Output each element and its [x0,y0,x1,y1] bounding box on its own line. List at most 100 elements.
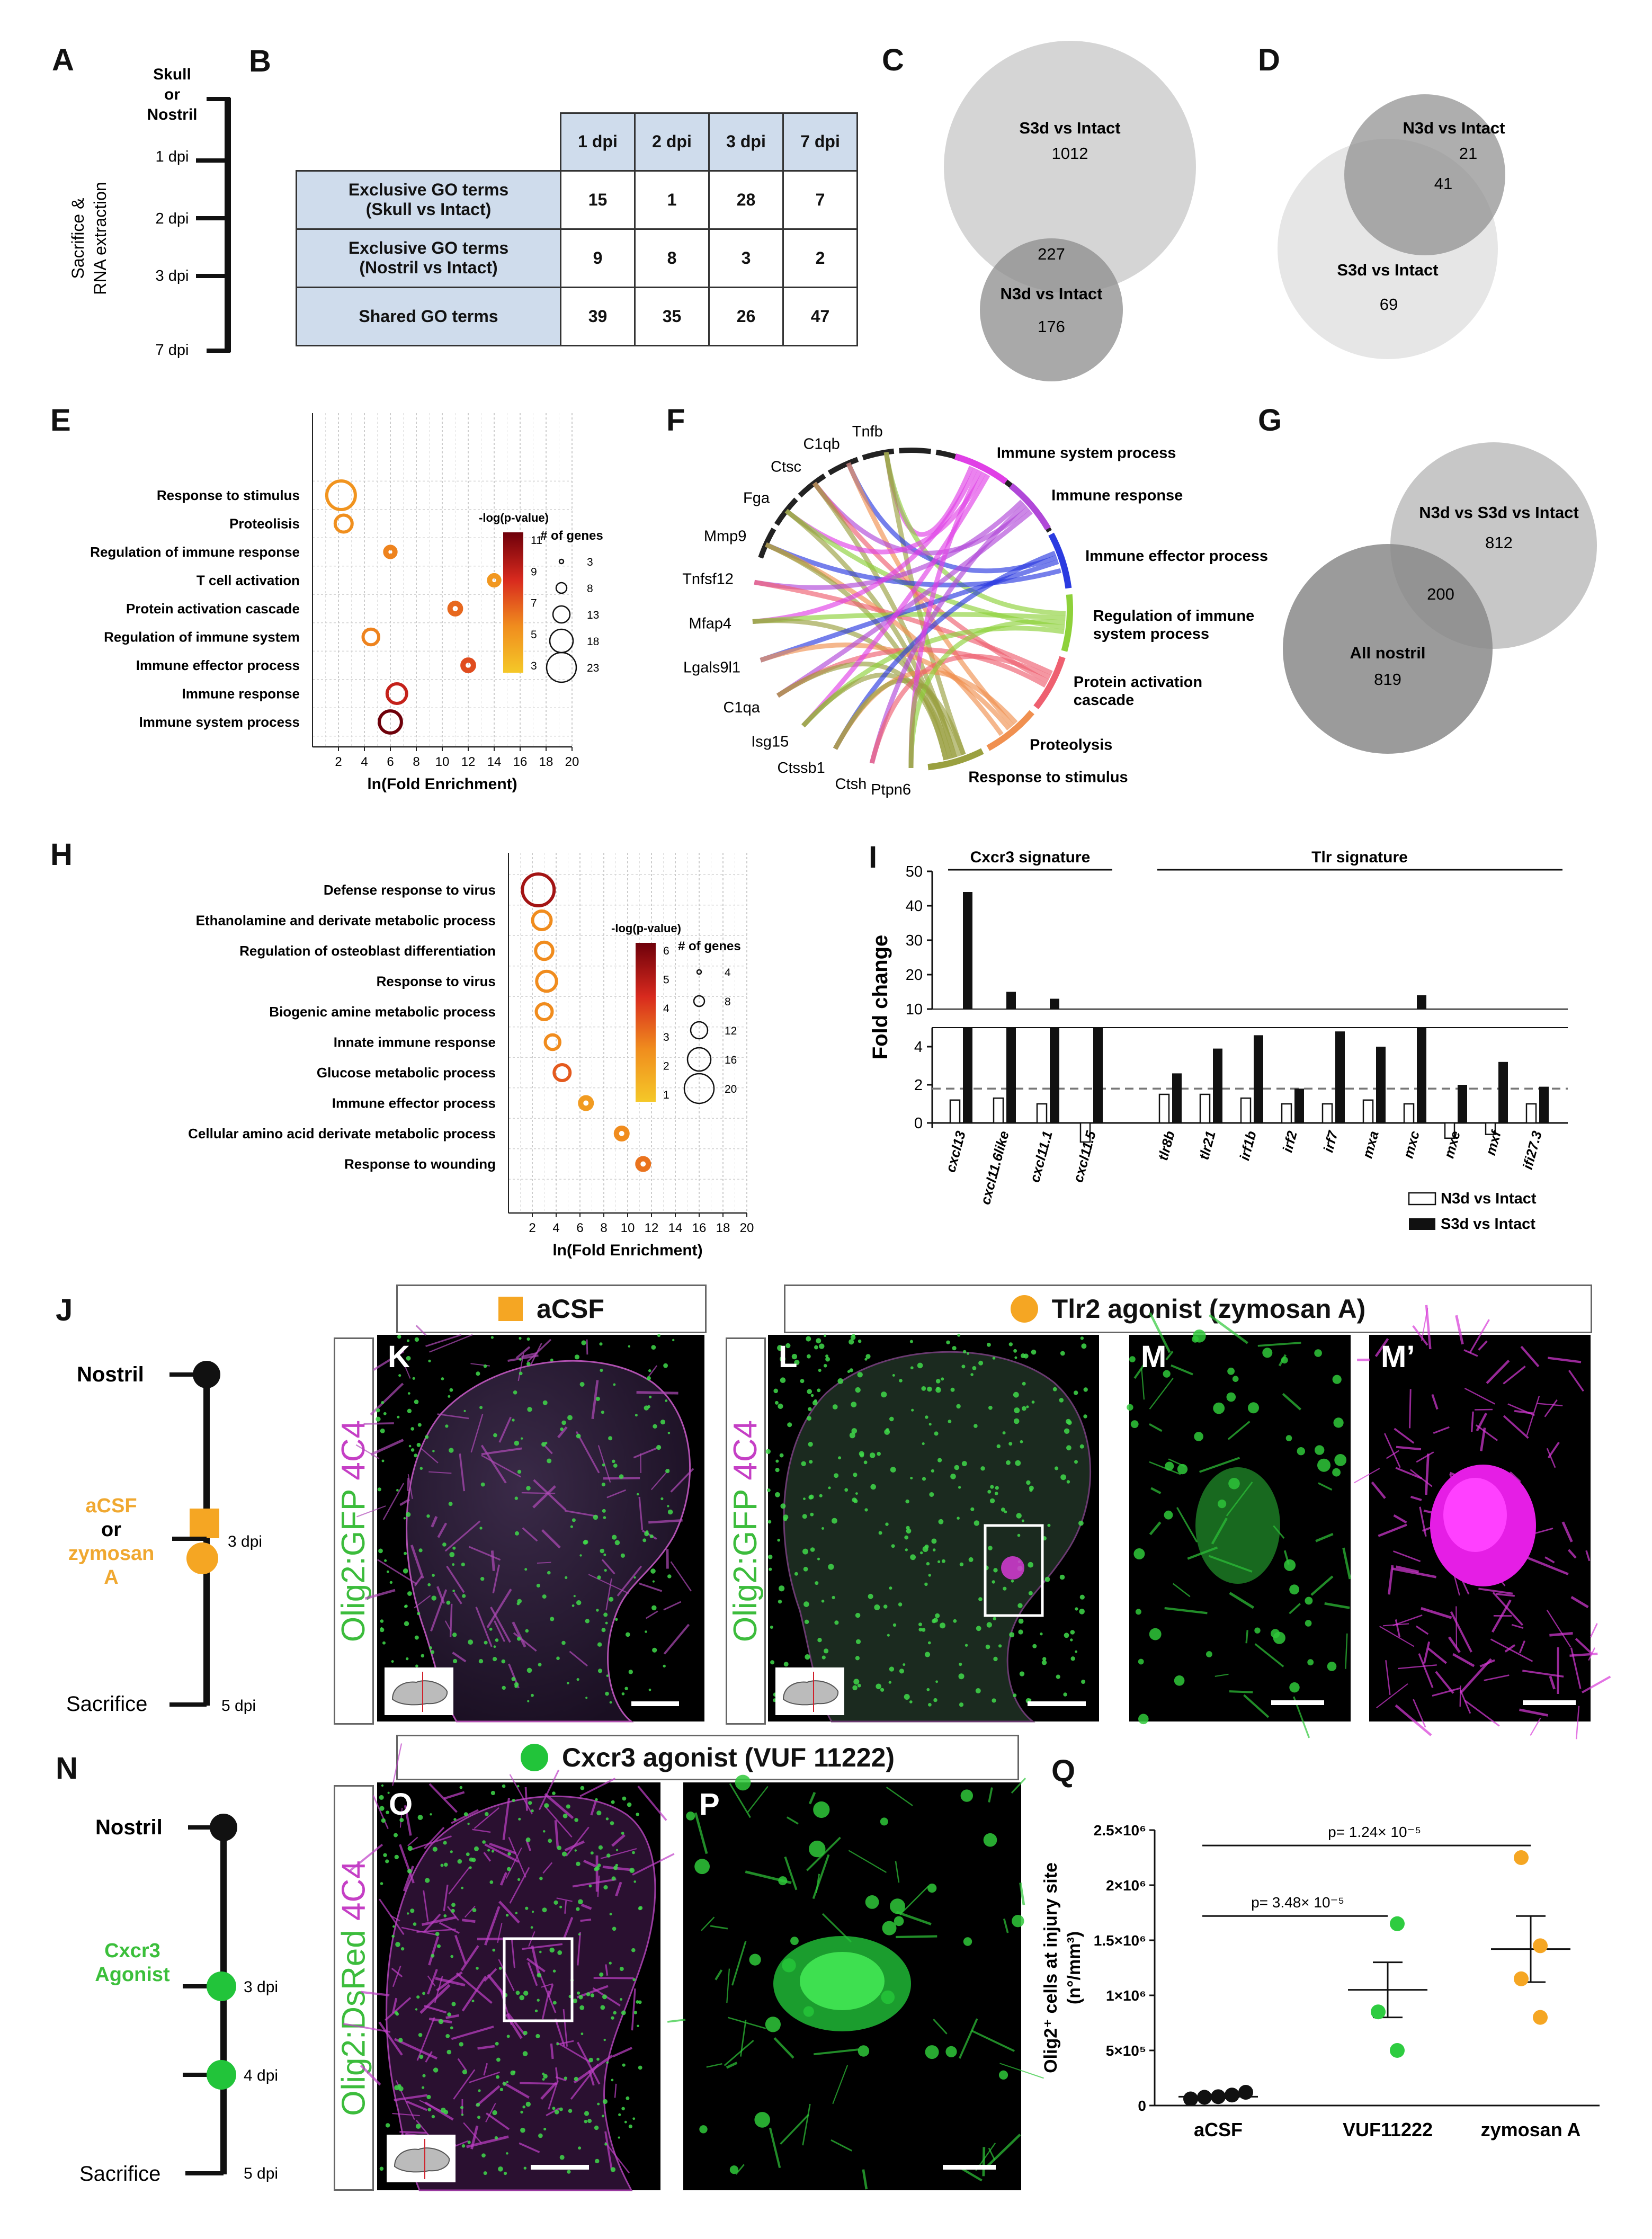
fibre [555,2067,559,2083]
size-legend-label: 13 [587,609,599,621]
cell-dot [905,1499,909,1504]
cell-dot [556,1656,560,1660]
fibre [1395,1467,1423,1479]
cell-dot [381,1818,386,1823]
cell-dot [1332,1375,1342,1384]
fibre [542,1862,553,1874]
term-label: Regulation of osteoblast differentiation [239,943,496,959]
cell-dot [779,1585,785,1592]
stain-label-k: Olig2:GFP 4C4 [334,1337,374,1725]
cell-dot [911,1408,914,1412]
cell-dot [451,2002,456,2006]
cell-dot [562,1813,568,1818]
cell-dot [905,1548,908,1551]
cell-dot [579,1554,582,1557]
cell-dot [407,1845,413,1851]
panel-letter-q: Q [1051,1754,1076,1788]
fibre [1459,1658,1493,1694]
fibre [572,1878,617,1888]
fibre [439,1922,460,1934]
term-label: Regulation of immune response [90,544,300,560]
gene-label: Ctssb1 [778,760,825,777]
cell-dot [1138,1714,1149,1725]
gene-label: Tnfsf12 [682,570,734,587]
x-tick-label: irf1b [1236,1129,1260,1162]
fibre [410,1835,452,1851]
cell-dot [810,1512,814,1517]
cell-dot [1075,1650,1078,1653]
cell-dot [890,1898,905,1914]
cell-dot [992,1580,995,1584]
cell-dot [642,1538,647,1542]
fibre [492,1564,500,1594]
cell-dot [620,1998,623,2001]
cell-dot [823,1364,827,1368]
term-label: Regulation of immune [1093,608,1255,625]
fibre [527,1961,538,1986]
col-header: 7 dpi [782,112,858,172]
cell-dot [849,1432,855,1439]
cell-dot [406,1512,411,1517]
cell-dot [928,1423,932,1426]
fibre [435,1977,466,1987]
fibre [513,1632,537,1652]
fibre [1496,1593,1515,1597]
chord-ribbon [752,612,1066,625]
cell-dot [985,1644,990,1649]
x-axis-label: ln(Fold Enrichment) [367,775,517,793]
x-tick-label: 10 [621,1221,635,1235]
cell-dot [517,1469,522,1474]
cell-dot [892,1623,897,1627]
cell-dot [636,1493,639,1496]
cell-dot [1059,1574,1065,1580]
fibre [399,1807,403,1828]
bubble-point [378,709,403,735]
term-label: Immune effector process [332,1095,496,1111]
cell-dot [667,1432,671,1434]
cell-dot [1138,1658,1144,1665]
cell-dot [767,1555,773,1559]
bubble-point [613,1126,630,1141]
fibre [406,2100,427,2111]
cell-dot [770,1660,775,1665]
a-top-line3: Nostril [147,106,197,123]
fibre [562,2009,568,2047]
fibre [1568,1370,1584,1392]
fibre [484,1906,501,1946]
cell-dot [904,1694,910,1700]
cell-dot [590,1851,594,1855]
cell-dot [520,2127,525,2133]
fibre [831,2139,853,2152]
cell-dot [483,1364,487,1368]
cell-dot [386,1570,389,1573]
cell-dot [437,1944,441,1948]
cell-dot [480,1577,485,1581]
cell-dot [619,1474,624,1479]
cell-dot [502,1784,506,1788]
cell-dot [945,2046,957,2057]
cell-dot [489,1880,494,1884]
cell-dot [629,1868,635,1873]
fibre [731,1941,747,1986]
fibre [1393,1514,1407,1524]
fibre [1315,1532,1334,1542]
cell-dot [803,1566,808,1572]
cell-dot [621,1832,624,1835]
stain-dsred: Olig2:DsRed [335,1929,372,2116]
cell-dot [549,1947,555,1953]
cell-dot [824,1334,826,1337]
cell-dot [381,1784,384,1787]
cell-dot [386,1810,389,1814]
cell-dot [989,1498,995,1504]
fibre [1544,1399,1558,1417]
fibre [378,1898,405,1935]
fibre [540,2082,557,2100]
cell-dot [1060,1474,1066,1480]
cell-dot [535,2033,540,2039]
size-legend-title: # of genes [678,939,741,953]
cell-dot [754,2112,770,2128]
fibre [769,2127,781,2169]
vuf-circle-icon [207,1972,236,2001]
cell-dot [887,1634,890,1637]
cell-dot [403,1517,406,1520]
